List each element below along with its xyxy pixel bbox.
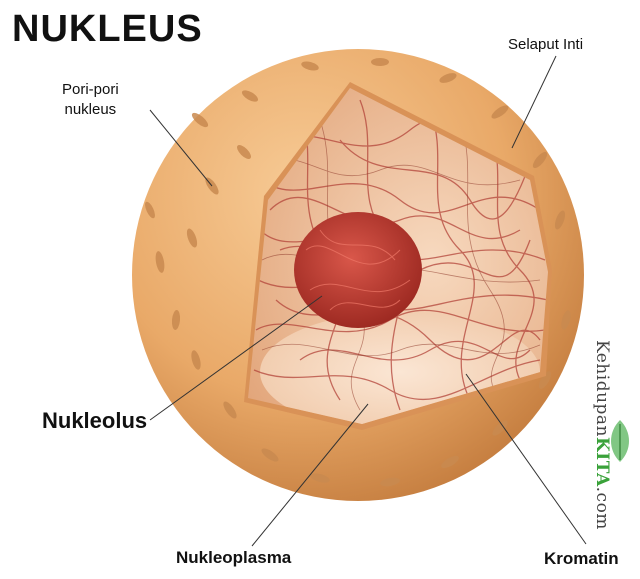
nuclear-pores [145, 58, 571, 487]
label-pori-line2: nukleus [64, 101, 117, 118]
label-nukleolus: Nukleolus [42, 408, 148, 433]
label-selaput-inti: Selaput Inti [508, 36, 584, 53]
watermark-part1: Kehidupan [592, 340, 612, 437]
nucleolus [294, 212, 422, 328]
label-pori-line1: Pori-pori [62, 81, 119, 98]
watermark-logo: KehidupanKITA.com [592, 340, 612, 530]
leaf-icon [611, 420, 629, 462]
watermark-part3: .com [592, 486, 612, 530]
label-pori-pori: Pori-pori nukleus [62, 80, 119, 120]
label-nukleoplasma: Nukleoplasma [176, 548, 292, 567]
leader-lines [149, 55, 587, 547]
page-title: NUKLEUS [12, 8, 203, 50]
watermark-part2: KITA [592, 437, 612, 487]
label-kromatin: Kromatin [544, 549, 619, 568]
